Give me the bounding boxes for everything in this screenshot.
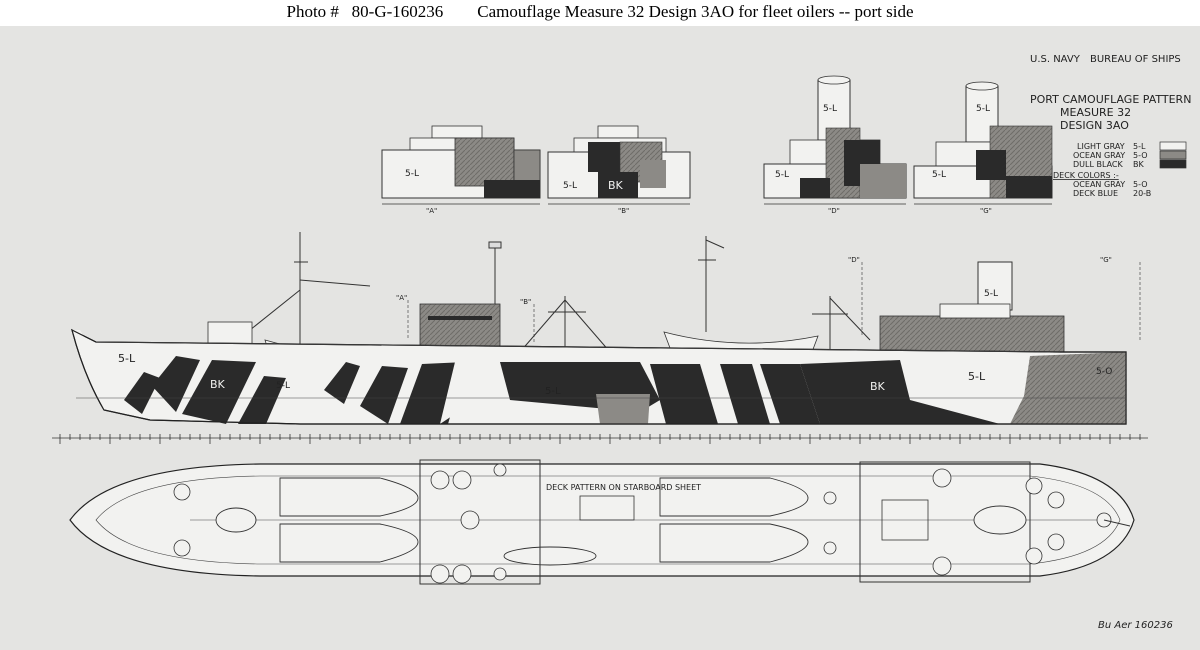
legend-color-name: OCEAN GRAY xyxy=(1073,151,1125,160)
legend-swatch-ocean-gray xyxy=(1159,150,1187,160)
section-color-label: 5-L xyxy=(932,170,946,180)
section-marker: "B" xyxy=(520,298,531,306)
bu-aer-stamp: Bu Aer 160236 xyxy=(1098,620,1173,631)
hull-camouflage xyxy=(72,330,1126,424)
section-color-label: 5-L xyxy=(563,181,577,191)
legend: PORT CAMOUFLAGE PATTERN MEASURE 32 DESIG… xyxy=(1030,93,1191,198)
section-view-g: 5-L 5-L "G" xyxy=(913,81,1053,215)
section-color-label: 5-L xyxy=(976,104,990,114)
section-view-b: 5-L BK "B" xyxy=(547,125,691,215)
photo-caption: Photo # 80-G-160236 Camouflage Measure 3… xyxy=(0,0,1200,26)
section-label: "D" xyxy=(828,207,840,215)
hull-color-label: 5-O xyxy=(1096,367,1112,377)
legend-measure: MEASURE 32 xyxy=(1060,106,1131,119)
masts-and-rigging xyxy=(249,232,871,360)
caption-title: Camouflage Measure 32 Design 3AO for fle… xyxy=(477,2,914,21)
deck-colors-label: DECK COLORS :- xyxy=(1053,171,1119,180)
deck-pattern-note: DECK PATTERN ON STARBOARD SHEET xyxy=(546,483,701,492)
deck-color-code: 5-O xyxy=(1133,180,1148,189)
ship-profile: 5-L xyxy=(71,232,1141,425)
station-scale xyxy=(52,434,1148,444)
photo-label: Photo # xyxy=(286,2,339,21)
hull-color-label: 5-L xyxy=(276,381,290,391)
legend-color-code: BK xyxy=(1133,160,1144,169)
hull-color-label: 5-L xyxy=(545,386,561,397)
legend-swatch-dull-black xyxy=(1159,159,1187,169)
section-label: "B" xyxy=(618,207,629,215)
midship-house-plan xyxy=(419,459,541,585)
hull-color-label: 5-L xyxy=(118,352,136,365)
deck-color-name: DECK BLUE xyxy=(1073,189,1118,198)
legend-color-code: 5-L xyxy=(1133,142,1146,151)
section-marker: "G" xyxy=(1100,256,1112,264)
legend-design: DESIGN 3AO xyxy=(1060,119,1129,132)
section-color-label: 5-L xyxy=(405,169,419,179)
section-view-d: 5-L 5-L "D" xyxy=(763,75,907,215)
hull-color-label: BK xyxy=(870,380,886,393)
section-color-label: 5-L xyxy=(823,104,837,114)
hull-color-label: 5-L xyxy=(968,370,986,383)
camouflage-drawing-sheet: U.S. NAVY BUREAU OF SHIPS PORT CAMOUFLAG… xyxy=(0,26,1200,650)
funnel-color-label: 5-L xyxy=(984,289,998,299)
deck-color-code: 20-B xyxy=(1133,189,1151,198)
ship-plan-view: DECK PATTERN ON STARBOARD SHEET Bu Aer 1… xyxy=(69,459,1173,631)
section-color-label: 5-L xyxy=(775,170,789,180)
section-label: "G" xyxy=(980,207,992,215)
legend-title: PORT CAMOUFLAGE PATTERN xyxy=(1030,93,1191,106)
funnel xyxy=(977,261,1013,311)
aft-house-plan xyxy=(859,461,1031,583)
hull-color-label: BK xyxy=(210,378,226,391)
section-marker: "D" xyxy=(848,256,860,264)
section-color-label: BK xyxy=(608,179,624,192)
deck-color-name: OCEAN GRAY xyxy=(1073,180,1125,189)
section-view-a: 5-L "A" xyxy=(381,125,541,215)
navy-label: U.S. NAVY xyxy=(1030,54,1081,65)
section-label: "A" xyxy=(426,207,437,215)
photo-number: 80-G-160236 xyxy=(351,2,444,21)
legend-swatch-light-gray xyxy=(1159,141,1187,151)
section-marker: "A" xyxy=(396,294,407,302)
legend-color-name: LIGHT GRAY xyxy=(1077,142,1125,151)
legend-color-name: DULL BLACK xyxy=(1073,160,1124,169)
camouflage-diagram: U.S. NAVY BUREAU OF SHIPS PORT CAMOUFLAG… xyxy=(52,54,1191,631)
legend-color-code: 5-O xyxy=(1133,151,1148,160)
bureau-label: BUREAU OF SHIPS xyxy=(1090,54,1181,65)
deck-note-text: DECK PATTERN ON STARBOARD SHEET xyxy=(546,483,701,492)
